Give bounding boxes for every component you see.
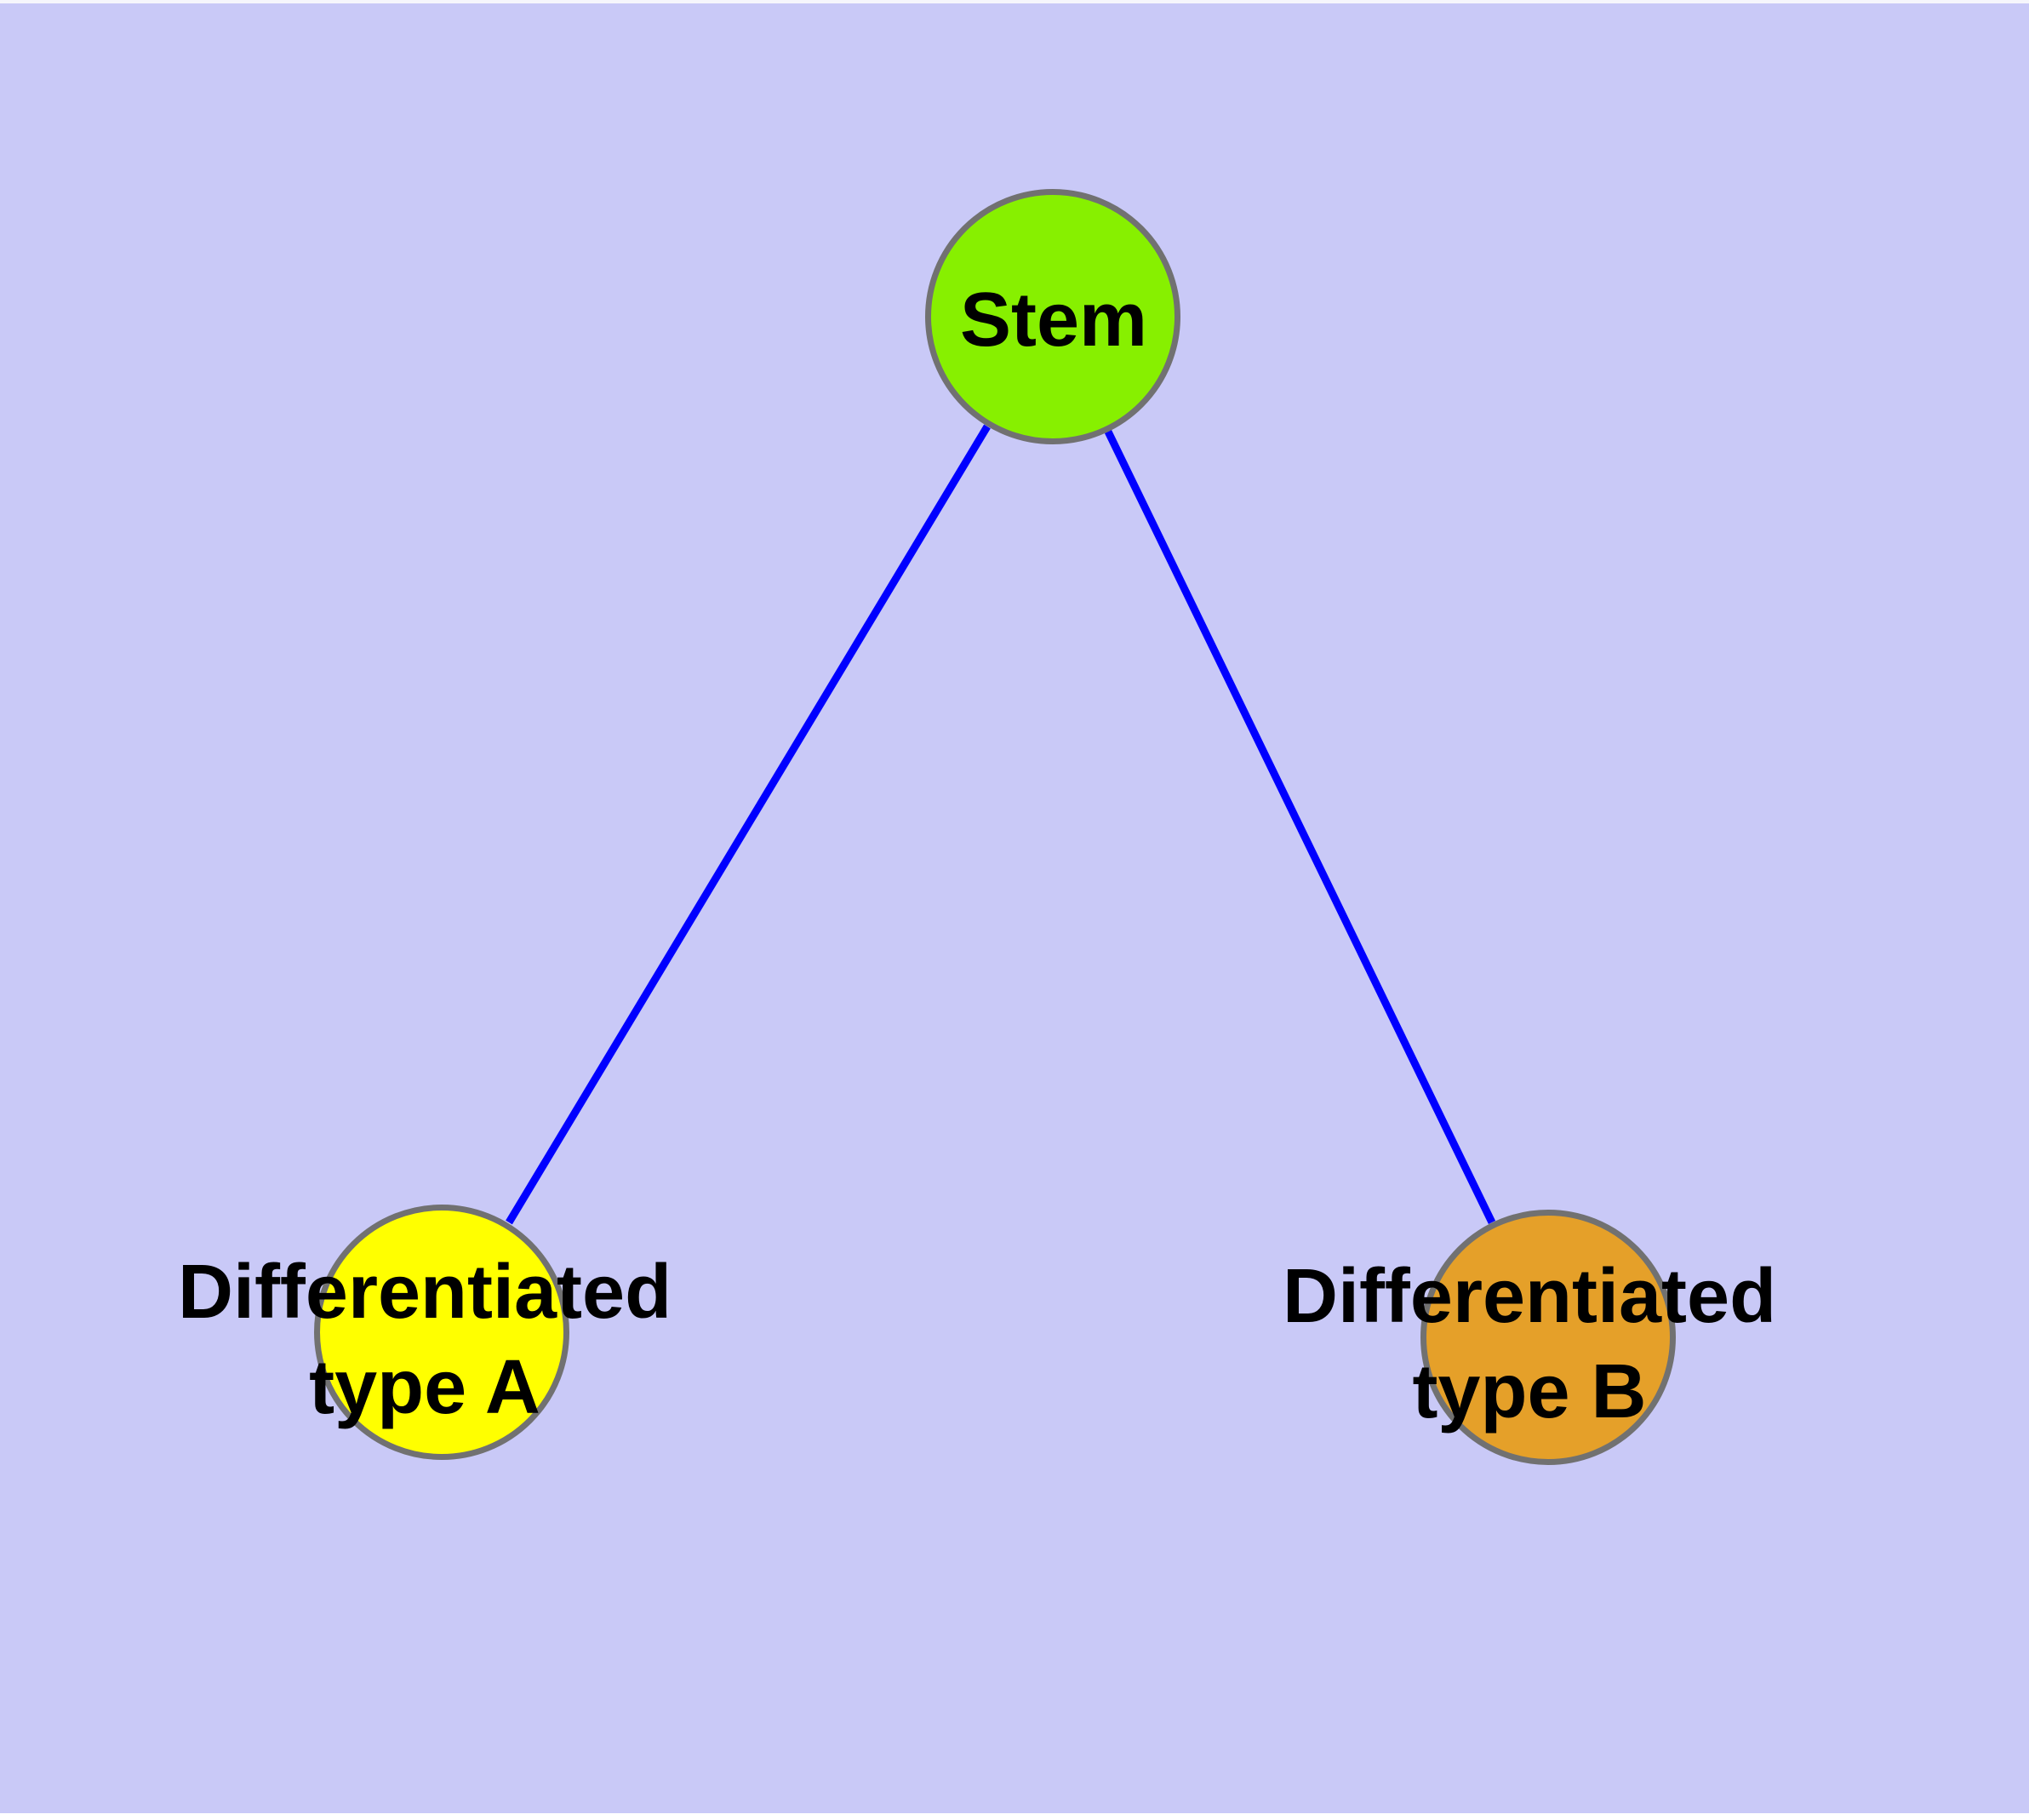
node-differentiated-type-a xyxy=(314,1205,569,1460)
node-differentiated-type-b xyxy=(1420,1210,1676,1465)
node-differentiated-type-b-label: Differentiated type B xyxy=(1282,1254,1777,1434)
node-differentiated-type-a-label: Differentiated type A xyxy=(177,1250,672,1430)
node-stem xyxy=(925,189,1180,444)
edge-stem-to-type-a xyxy=(506,424,991,1225)
canvas-bottom-margin xyxy=(0,1813,2029,1820)
edge-stem-to-type-b xyxy=(1104,430,1496,1224)
canvas-top-margin xyxy=(0,0,2029,3)
node-stem-label: Stem xyxy=(959,278,1148,363)
